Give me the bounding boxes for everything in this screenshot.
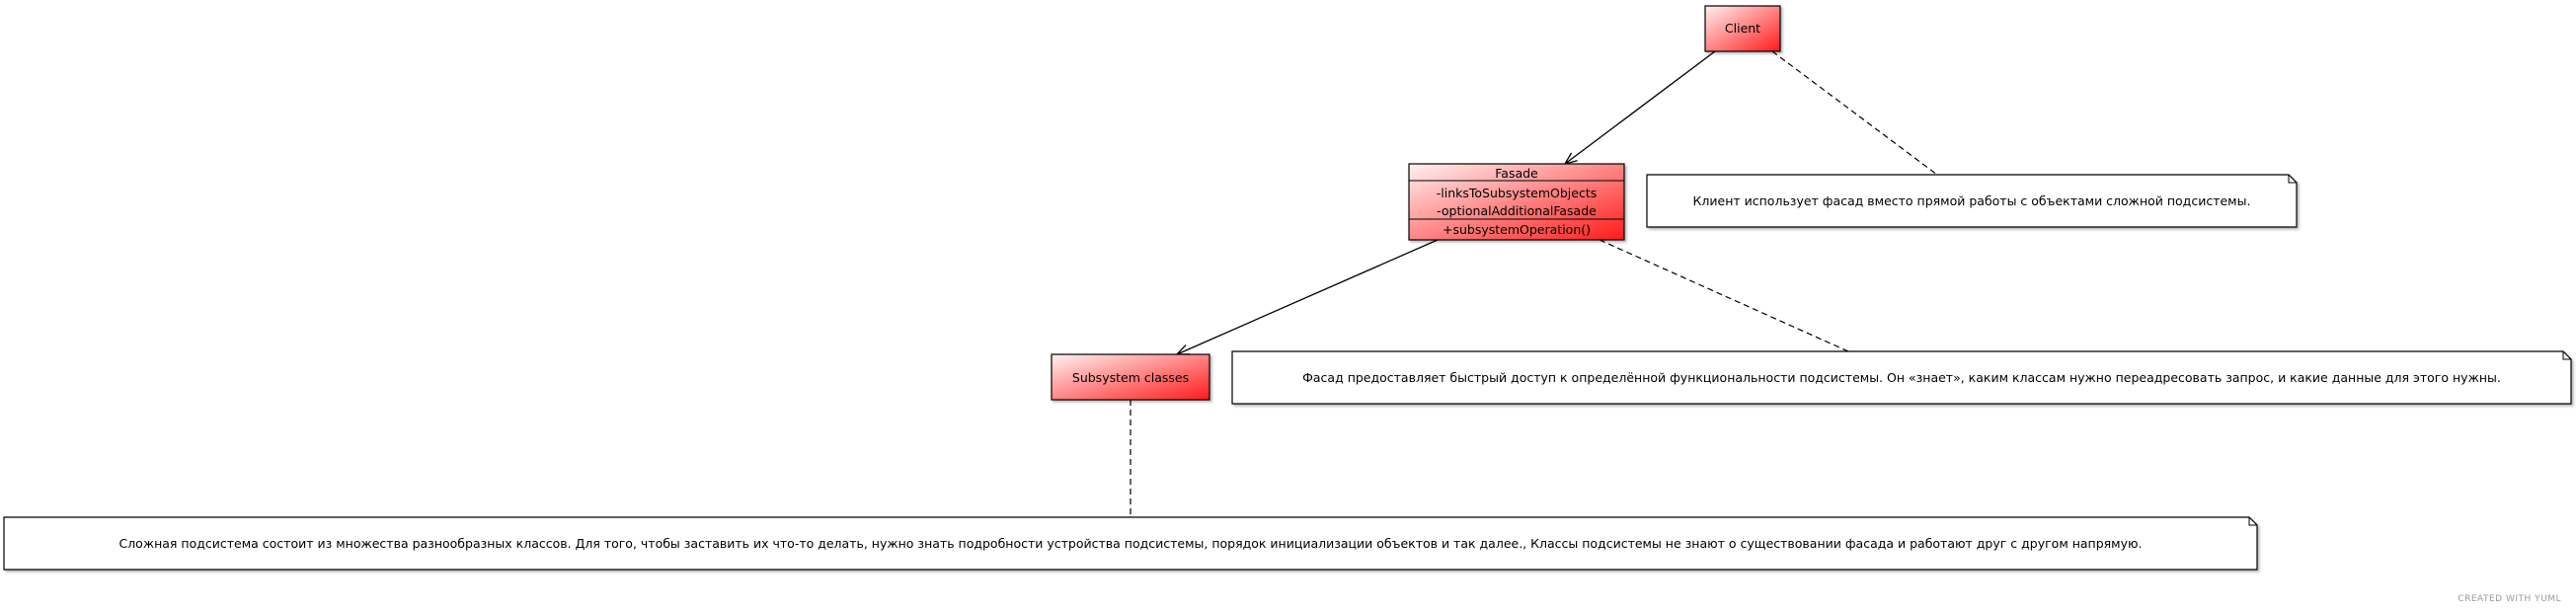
facade-operation: +subsystemOperation() <box>1443 222 1591 237</box>
facade-to-subsystem-arrow <box>1177 239 1439 354</box>
client-note-text: Клиент использует фасад вместо прямой ра… <box>1693 193 2251 208</box>
subsystem-note-text: Сложная подсистема состоит из множества … <box>118 536 2142 551</box>
subsystem-note: Сложная подсистема состоит из множества … <box>3 516 2258 571</box>
facade-note-connector <box>1599 239 1849 352</box>
facade-note-text: Фасад предоставляет быстрый доступ к опр… <box>1302 370 2501 385</box>
client-to-facade-arrow <box>1565 50 1716 164</box>
client-note: Клиент использует фасад вместо прямой ра… <box>1646 174 2298 228</box>
facade-attribute: -linksToSubsystemObjects <box>1437 186 1598 200</box>
subsystem-class[interactable]: Subsystem classes <box>1051 353 1210 401</box>
client-class[interactable]: Client <box>1704 5 1781 52</box>
client-note-connector <box>1771 50 1938 176</box>
yuml-watermark: CREATED WITH YUML <box>2458 594 2561 604</box>
client-class-name: Client <box>1725 21 1760 36</box>
facade-attribute: -optionalAdditionalFasade <box>1437 203 1597 218</box>
facade-class-name: Fasade <box>1495 166 1538 181</box>
subsystem-class-name: Subsystem classes <box>1072 370 1189 385</box>
facade-note: Фасад предоставляет быстрый доступ к опр… <box>1231 350 2572 405</box>
facade-class[interactable]: Fasade -linksToSubsystemObjects -optiona… <box>1408 163 1625 241</box>
